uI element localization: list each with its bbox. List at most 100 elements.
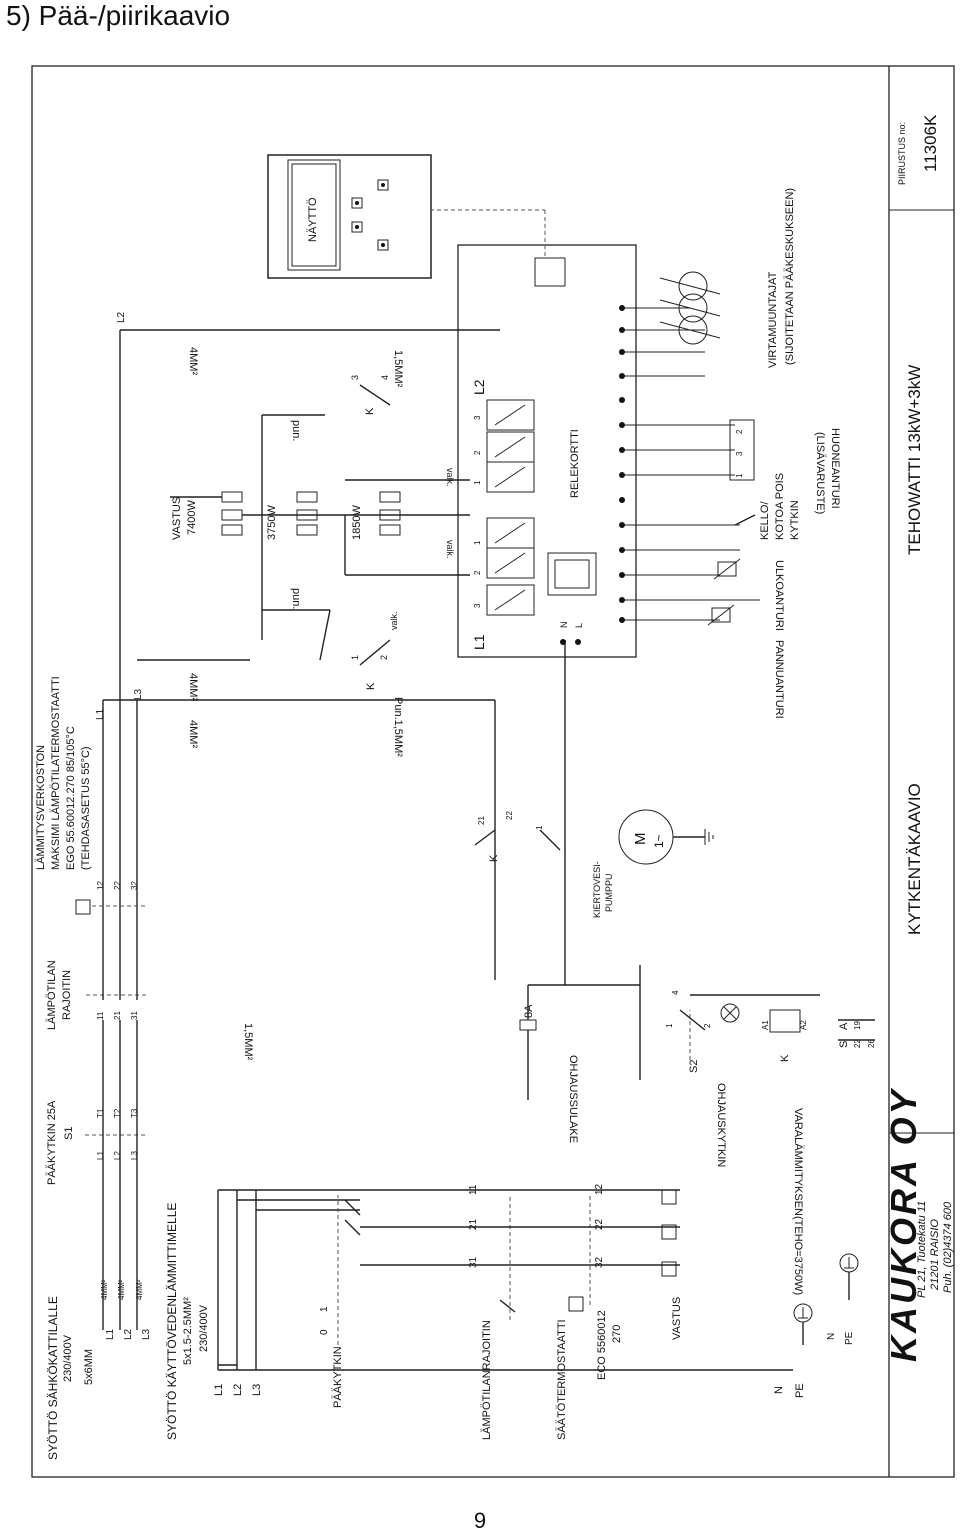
net-line-3: EGO 55.60012.270 85/105°C	[65, 726, 77, 870]
lim-31: 31	[130, 1011, 139, 1020]
room-sensor-label-2: (LISÄVARUSTE)	[814, 432, 826, 514]
address-line-1: PL 21, Tuotekatu 11	[916, 1201, 928, 1298]
t32: 32	[594, 1256, 605, 1268]
fuse-label: 8A	[523, 1004, 535, 1018]
sa-26: 26	[867, 1039, 876, 1048]
hs-2: 2	[735, 429, 744, 434]
sw-1: 1	[665, 1023, 674, 1028]
s1-l1: L1	[96, 1151, 105, 1160]
relay-l2: L2	[471, 379, 487, 395]
r1b: 1	[473, 480, 482, 485]
temp-limiter-label: LÄMPÖTILANRAJOITIN	[481, 1320, 493, 1440]
pump-label: KIERTOVESI-	[592, 861, 602, 918]
r3b: 3	[473, 415, 482, 420]
address-line-3: Puh. (02)4374 600	[942, 1201, 954, 1293]
heater-l1: L1	[213, 1384, 225, 1396]
kr-3: 3	[350, 375, 360, 380]
relay-card	[457, 244, 637, 658]
current-transformer-icons	[659, 271, 721, 345]
heater-supply-title: SYÖTTÖ KÄYTTÖVEDENLÄMMITTIMELLE	[165, 1203, 179, 1440]
net-thermostat-t-icon	[75, 899, 91, 915]
earth-icon	[793, 1303, 813, 1323]
supply-cable: 5x6MM	[83, 1349, 95, 1385]
sw-4: 4	[671, 990, 680, 995]
k-coil-label: K	[779, 1054, 791, 1062]
supply-pe: PE	[844, 1331, 855, 1345]
wire-4mm-c: 4MM²	[187, 720, 199, 748]
wire-1-5mm: 1,5MM²	[242, 1023, 254, 1061]
page-number: 9	[473, 1508, 487, 1533]
k-contact-label: K	[488, 854, 500, 862]
limiter-title: LÄMPÖTILAN	[46, 960, 58, 1030]
main-switch-label: PÄÄKYTKIN	[332, 1346, 344, 1408]
heater-coils	[661, 1189, 677, 1277]
supply-l1: L1	[105, 1328, 116, 1340]
net-title: LÄMMITYSVERKOSTON	[35, 745, 47, 870]
control-switch-label: OHJAUSKYTKIN	[715, 1083, 727, 1167]
relay-connector	[534, 257, 566, 287]
bus-l3: L3	[133, 688, 144, 700]
t31: 31	[468, 1256, 479, 1268]
bus-l2: L2	[116, 311, 127, 323]
supply-n: N	[826, 1333, 837, 1340]
clock-label-3: KYTKIN	[789, 500, 801, 540]
r1a: 1	[473, 540, 482, 545]
current-sensors-label-2: (SIJOITETAAN PÄÄKESKUKSEEN)	[784, 188, 796, 365]
motor-phase: 1~	[652, 834, 666, 848]
supply-l3: L3	[141, 1328, 152, 1340]
control-fuse-label: OHJAUSSULAKE	[567, 1055, 579, 1143]
room-sensor-label: HUONEANTURI	[829, 428, 841, 509]
relay-card-label: RELEKORTTI	[569, 429, 581, 498]
valk-3: valk.	[389, 611, 399, 630]
hs-1: 1	[735, 473, 744, 478]
relay-l1: L1	[471, 634, 487, 650]
main-switch-0: 0	[319, 1329, 330, 1335]
backup-label: VARALÄMMITYKSEN(TEHO=3750W)	[792, 1108, 804, 1295]
heater-l2: L2	[232, 1384, 244, 1396]
eco-270: 270	[611, 1325, 623, 1343]
control-thermostat-label: SÄÄTÖTERMOSTAATTI	[556, 1319, 568, 1440]
display-label: NÄYTTÖ	[307, 197, 319, 242]
mm-label-l2: 4MM²	[117, 1279, 126, 1300]
subtitle: TEHOWATTI 13kW+3kW	[905, 365, 924, 555]
contactor-coil-icon	[769, 1009, 801, 1033]
r2b: 2	[473, 450, 482, 455]
drawing-frame	[31, 65, 955, 1478]
t22: 22	[594, 1218, 605, 1230]
room-sensor-icon	[729, 419, 755, 481]
pun-1: pun.	[290, 420, 302, 441]
wire-1-5mm-b: 1,5MM²	[392, 350, 404, 388]
drawing-number-label: PIIRUSTUS no:	[897, 122, 907, 185]
net-32: 32	[130, 881, 139, 890]
s1-t1: T1	[96, 1108, 105, 1118]
thermostat-t-icon	[568, 1296, 584, 1312]
s1-t2: T2	[113, 1108, 122, 1118]
w7400: 7400W	[186, 500, 198, 535]
net-line-2: MAKSIMI LÄMPÖTILATERMOSTAATTI	[50, 676, 62, 870]
sa-a: A	[838, 1022, 850, 1030]
company-logo: KAUKORA OY	[883, 1087, 924, 1362]
sa-22: 22	[853, 1039, 862, 1048]
w1850: 1850W	[351, 505, 363, 540]
relay-l: L	[574, 623, 584, 628]
sheet-title: KYTKENTÄKAAVIO	[905, 783, 924, 935]
pump-label-2: PUMPPU	[604, 873, 614, 912]
valk-2: valk.	[445, 540, 455, 559]
s2-label: S2	[688, 1060, 700, 1073]
outdoor-sensor-label: ULKOANTURI	[773, 560, 785, 631]
wire-pun: Pun.1,5MM²	[392, 697, 404, 757]
hs-3: 3	[735, 451, 744, 456]
relay-n: N	[559, 622, 569, 629]
kl-2: 2	[379, 655, 389, 660]
r3a: 3	[473, 603, 482, 608]
boiler-sensor-icon	[711, 607, 731, 623]
motor-label: M	[632, 833, 649, 846]
net-line-4: (TEHDASASETUS 55°C)	[80, 746, 92, 870]
clock-label-1: KELLO/	[759, 501, 771, 540]
vastus-7400-label: VASTUS	[171, 497, 183, 540]
eco-code: ECO 5560012	[596, 1310, 608, 1380]
s1-title: PÄÄKYTKIN 25A	[46, 1100, 58, 1185]
kl-1: 1	[350, 655, 360, 660]
earth-icon-2	[839, 1253, 859, 1273]
